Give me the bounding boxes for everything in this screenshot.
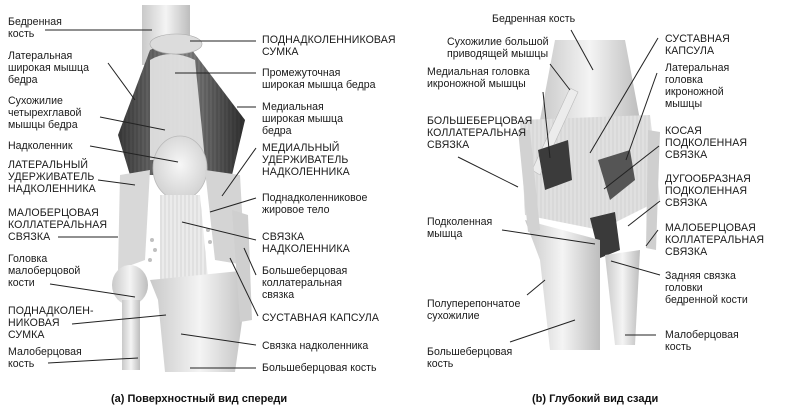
label-suprapatellar-bursa: ПОДНАДКОЛЕННИКОВАЯ СУМКА xyxy=(262,34,396,58)
label-tibial-collateral-ligament-a: Большеберцовая коллатеральная связка xyxy=(262,265,348,301)
label-semimembranosus-tendon: Полуперепончатое сухожилие xyxy=(427,298,521,322)
label-vastus-medialis: Медиальная широкая мышца бедра xyxy=(262,101,343,137)
label-oblique-popliteal-ligament: КОСАЯ ПОДКОЛЕННАЯ СВЯЗКА xyxy=(665,125,748,161)
label-quadriceps-tendon: Сухожилие четырехглавой мышцы бедра xyxy=(8,95,82,131)
label-joint-capsule-b: СУСТАВНАЯ КАПСУЛА xyxy=(665,33,730,57)
label-femur-a: Бедренная кость xyxy=(8,16,62,40)
label-vastus-intermedius: Промежуточная широкая мышца бедра xyxy=(262,67,376,91)
label-fibula-head: Головка малоберцовой кости xyxy=(8,253,81,289)
label-tibial-collateral-ligament-b: БОЛЬШЕБЕРЦОВАЯ КОЛЛАТЕРАЛЬНАЯ СВЯЗКА xyxy=(427,115,533,151)
label-fibula-a: Малоберцовая кость xyxy=(8,346,82,370)
posterior-knee-drawing xyxy=(518,40,660,350)
label-infrapatellar-bursa: ПОДНАДКОЛЕН- НИКОВАЯ СУМКА xyxy=(8,305,94,341)
label-infrapatellar-fat-pad: Поднадколенниковое жировое тело xyxy=(262,192,368,216)
label-fibular-collateral-ligament-b: МАЛОБЕРЦОВАЯ КОЛЛАТЕРАЛЬНАЯ СВЯЗКА xyxy=(665,222,765,258)
label-vastus-lateralis: Латеральная широкая мышца бедра xyxy=(8,50,89,86)
label-joint-capsule-a: СУСТАВНАЯ КАПСУЛА xyxy=(262,312,380,324)
label-gastrocnemius-medial-head: Медиальная головка икроножной мышцы xyxy=(427,66,530,90)
label-adductor-magnus-tendon: Сухожилие большой приводящей мышцы xyxy=(447,36,549,60)
label-tibia-b: Большеберцовая кость xyxy=(427,346,513,370)
anterior-knee-drawing xyxy=(112,5,252,372)
anterior-leader-lines xyxy=(45,29,259,369)
label-arcuate-popliteal-ligament: ДУГООБРАЗНАЯ ПОДКОЛЕННАЯ СВЯЗКА xyxy=(665,173,751,209)
caption-panel-b: (b) Глубокий вид сзади xyxy=(532,393,659,405)
label-tibia-a: Большеберцовая кость xyxy=(262,362,377,374)
label-posterior-ligament-fibula-head: Задняя связка головки бедренной кости xyxy=(665,270,748,306)
caption-panel-a: (a) Поверхностный вид спереди xyxy=(111,393,288,405)
label-patellar-ligament-caps: СВЯЗКА НАДКОЛЕННИКА xyxy=(262,231,350,255)
posterior-leader-lines xyxy=(457,29,661,343)
label-fibular-collateral-ligament-a: МАЛОБЕРЦОВАЯ КОЛЛАТЕРАЛЬНАЯ СВЯЗКА xyxy=(8,207,108,243)
label-patellar-ligament: Связка надколенника xyxy=(262,340,369,352)
label-femur-b: Бедренная кость xyxy=(492,13,576,25)
label-lateral-patellar-retinaculum: ЛАТЕРАЛЬНЫЙ УДЕРЖИВАТЕЛЬ НАДКОЛЕННИКА xyxy=(8,159,96,195)
label-patella: Надколенник xyxy=(8,140,73,152)
label-medial-patellar-retinaculum: МЕДИАЛЬНЫЙ УДЕРЖИВАТЕЛЬ НАДКОЛЕННИКА xyxy=(262,142,350,178)
label-gastrocnemius-lateral-head: Латеральная головка икроножной мышцы xyxy=(665,62,730,110)
label-fibula-b: Малоберцовая кость xyxy=(665,329,739,353)
label-popliteus: Подколенная мышца xyxy=(427,216,493,240)
